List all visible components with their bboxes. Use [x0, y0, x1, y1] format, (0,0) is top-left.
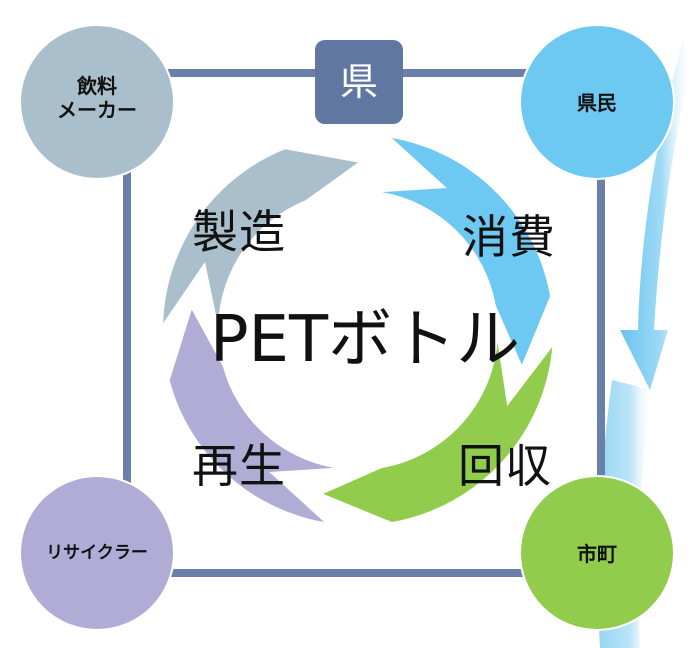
production-arrow [163, 149, 358, 326]
municipality-label: 市町 [577, 542, 617, 566]
stage-recycling-label: 再生 [192, 439, 286, 493]
residents-node [519, 24, 675, 180]
collection-arrow [323, 342, 553, 523]
recycler-node [19, 475, 175, 631]
recycler-label: リサイクラー [46, 543, 148, 563]
beverage-maker-label-line2: メーカー [57, 98, 137, 122]
stage-collection-label: 回収 [458, 439, 552, 493]
center-label: PETボトル [209, 303, 521, 377]
recycling-arrow [169, 309, 334, 523]
consumption-arrow [382, 137, 551, 365]
beverage-maker-node [19, 24, 175, 180]
prefecture-label: 県 [339, 60, 378, 104]
stage-production-label: 製造 [192, 205, 286, 259]
prefecture-box [315, 40, 403, 124]
beverage-maker-label: 飲料 メーカー [40, 74, 154, 122]
stage-consumption-label: 消費 [462, 210, 556, 264]
municipality-node [519, 475, 675, 631]
residents-label: 県民 [577, 91, 617, 115]
side-flow-arrow [620, 40, 690, 390]
beverage-maker-label-line1: 飲料 [77, 74, 117, 98]
